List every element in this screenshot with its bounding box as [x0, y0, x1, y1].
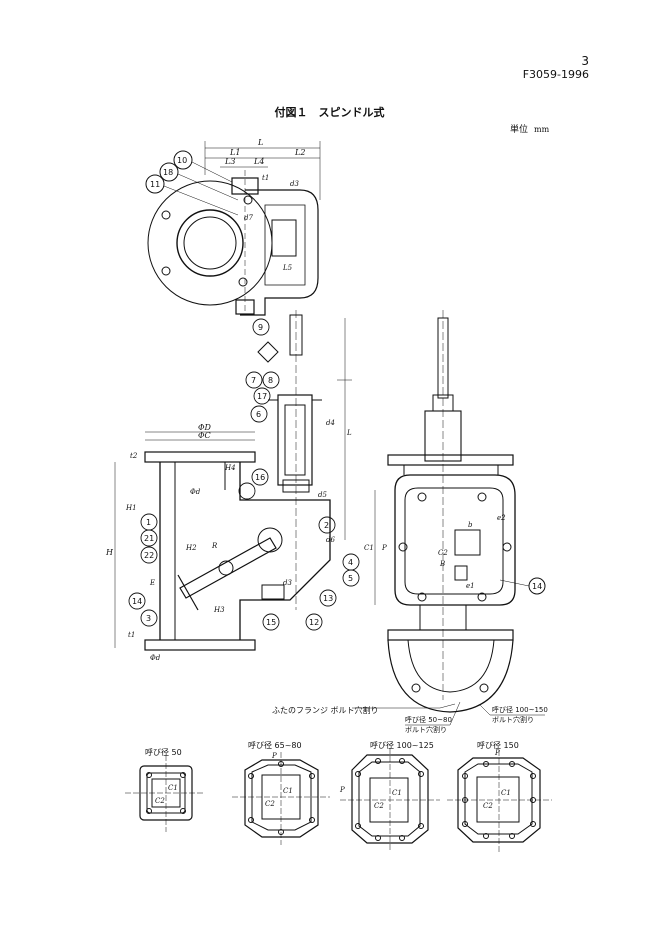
part-14-side-label: 14	[532, 582, 542, 591]
dim-b: b	[468, 521, 473, 529]
part-13-label: 13	[323, 594, 333, 603]
part-1-label: 1	[146, 518, 151, 527]
part-6-label: 6	[256, 410, 261, 419]
part-14-label: 14	[132, 597, 142, 606]
flange-view-3: C1 C2 P	[339, 748, 440, 850]
callout-b-line1: 呼び径 100~150	[492, 705, 548, 714]
part-9-label: 9	[258, 323, 263, 332]
dim-L3: L3	[224, 157, 235, 166]
dim-L4: L4	[253, 157, 264, 166]
dim-d4: d4	[326, 419, 335, 427]
dim-d: Φd	[190, 488, 201, 496]
side-elevation-view: C1 P C2 B b e2 e1 14	[364, 310, 546, 713]
v2-c2: C2	[265, 800, 275, 808]
part-12-label: 12	[309, 618, 319, 627]
dim-D: ΦD	[198, 423, 212, 432]
dim-L5: L5	[282, 264, 293, 272]
dim-C2: C2	[438, 549, 448, 557]
dim-P: P	[381, 544, 387, 552]
dim-C: ΦC	[198, 431, 211, 440]
figure-title: 付図１ スピンドル式	[274, 106, 385, 119]
callout-b-line2: ボルト穴割り	[492, 715, 534, 724]
part-20-label: 21	[144, 534, 154, 543]
dim-L2: L2	[294, 148, 305, 157]
dim-C1: C1	[364, 544, 374, 552]
part-2-label: 2	[324, 521, 329, 530]
v4-c2: C2	[483, 802, 493, 810]
part-18-label: 18	[163, 168, 173, 177]
dim-H1: H1	[125, 504, 137, 512]
dim-B: B	[439, 560, 445, 568]
part-10-label: 10	[177, 156, 187, 165]
dim-d6: d6	[326, 536, 335, 544]
v2-p: P	[271, 752, 277, 760]
v3-p: P	[339, 786, 345, 794]
dim-H2: H2	[185, 544, 197, 552]
v1-c1: C1	[168, 784, 178, 792]
units-label-text: 単位	[510, 125, 529, 135]
dim-H: H	[105, 548, 114, 557]
dim-H4: H4	[224, 464, 236, 472]
part-3-label: 3	[146, 614, 151, 623]
flange-view-4: C1 C2 P	[447, 749, 552, 852]
part-5-label: 5	[348, 574, 353, 583]
dim-L: L	[257, 138, 263, 147]
v3-c1: C1	[392, 789, 402, 797]
v4-p: P	[494, 749, 500, 757]
part-15-label: 15	[266, 618, 276, 627]
flange-callouts	[352, 701, 545, 726]
view-3-label: 呼び径 100~125	[370, 740, 434, 750]
callout-a-line1: 呼び径 50~80	[405, 715, 452, 724]
view-1-label: 呼び径 50	[145, 747, 182, 757]
dim-e1: e1	[466, 582, 475, 590]
v2-c1: C1	[283, 787, 293, 795]
v1-c2: C2	[155, 797, 165, 805]
part-4-label: 4	[348, 558, 353, 567]
dim-R: R	[211, 542, 218, 550]
part-7-label: 7	[251, 376, 256, 385]
dim-t1-base: t1	[128, 631, 135, 639]
dim-d3: d3	[290, 180, 299, 188]
v3-c2: C2	[374, 802, 384, 810]
dim-E: E	[149, 579, 155, 587]
flange-caption: ふたのフランジ ボルト穴割り	[272, 705, 379, 715]
part-16-label: 16	[255, 473, 265, 482]
dim-t1: t1	[262, 174, 269, 182]
dim-d5: d5	[318, 491, 327, 499]
sectional-elevation-view: ΦD ΦC H H1 H2 H3 H4 t2 Φd R E d5 d4 d6 d…	[105, 310, 360, 662]
units-label: 単位 mm	[510, 122, 549, 135]
part-17-label: 17	[257, 392, 267, 401]
flange-view-1: C1 C2	[125, 755, 205, 832]
view-4-label: 呼び径 150	[477, 740, 519, 750]
dim-H3: H3	[213, 606, 225, 614]
page-number: 3	[581, 54, 589, 68]
part-8-label: 8	[268, 376, 273, 385]
top-plan-view: L L1 L2 L3 L4 t1 d3 L5 d7 10 18	[145, 138, 321, 316]
document-code: F3059-1996	[522, 68, 589, 81]
dim-t2: t2	[130, 452, 138, 460]
v4-c1: C1	[501, 789, 511, 797]
units-value: mm	[534, 125, 550, 134]
part-21-label: 22	[144, 551, 154, 560]
dim-d3b: d3	[283, 579, 292, 587]
view-2-label: 呼び径 65~80	[248, 740, 302, 750]
dim-L-vert: L	[346, 429, 352, 437]
dim-L1: L1	[229, 148, 240, 157]
part-11-label: 11	[150, 180, 160, 189]
callout-a-line2: ボルト穴割り	[405, 725, 447, 734]
dim-e2: e2	[497, 514, 506, 522]
dim-d-base: Φd	[150, 654, 161, 662]
flange-view-2: C1 C2 P	[232, 752, 330, 845]
dim-d7: d7	[244, 214, 253, 222]
